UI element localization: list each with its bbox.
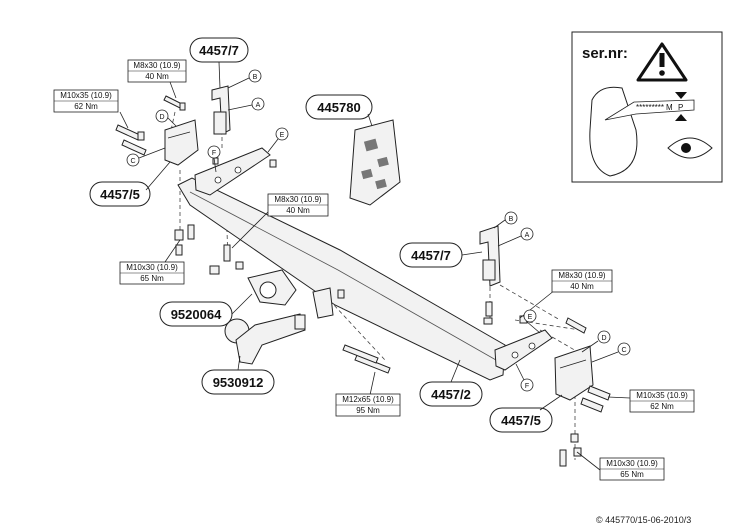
svg-text:C: C: [621, 347, 626, 354]
svg-text:95 Nm: 95 Nm: [356, 406, 380, 415]
svg-text:4457/7: 4457/7: [199, 43, 239, 58]
svg-text:62 Nm: 62 Nm: [74, 102, 98, 111]
spec-box-1: M8x30 (10.9) 40 Nm: [127, 59, 187, 83]
spec-boxes: M8x30 (10.9) 40 Nm M10x35 (10.9) 62 Nm M…: [53, 59, 695, 481]
part-label-crossbar: 4457/2: [419, 381, 483, 407]
svg-text:9520064: 9520064: [171, 307, 222, 322]
svg-text:D: D: [601, 335, 606, 342]
svg-text:M10x30 (10.9): M10x30 (10.9): [126, 263, 178, 272]
spec-box-2: M10x35 (10.9) 62 Nm: [53, 89, 119, 113]
svg-text:4457/5: 4457/5: [100, 187, 140, 202]
letter-callouts: B A D C E F B: [126, 69, 631, 392]
svg-text:M10x35 (10.9): M10x35 (10.9): [636, 391, 688, 400]
spec-box-7: M10x35 (10.9) 62 Nm: [629, 389, 695, 413]
svg-text:65 Nm: 65 Nm: [620, 470, 644, 479]
svg-text:C: C: [130, 158, 135, 165]
footer-code: © 445770/15-06-2010/3: [596, 515, 691, 525]
left-fasteners: [115, 95, 277, 275]
svg-text:P: P: [678, 103, 683, 112]
part-labels: 4457/7 4457/5 445780 4457/7 9520064 9530…: [89, 37, 553, 433]
callout-f-right: F: [515, 363, 534, 392]
part-label-left-top-bracket: 4457/7: [189, 37, 249, 63]
callout-a-left: A: [227, 97, 265, 111]
part-label-clamp: 9520064: [159, 301, 233, 327]
svg-text:M8x30 (10.9): M8x30 (10.9): [558, 271, 605, 280]
spec-box-3: M8x30 (10.9) 40 Nm: [267, 193, 329, 217]
svg-text:4457/2: 4457/2: [431, 387, 471, 402]
eye-icon: [667, 137, 713, 159]
callout-b-left: B: [227, 69, 262, 89]
callout-c-right: C: [591, 342, 631, 363]
part-label-tow-ball: 9530912: [201, 369, 275, 395]
svg-text:9530912: 9530912: [213, 375, 264, 390]
callout-d-left: D: [155, 109, 177, 127]
svg-text:A: A: [256, 102, 261, 109]
callout-d-right: D: [581, 330, 611, 353]
svg-text:M12x65 (10.9): M12x65 (10.9): [342, 395, 394, 404]
svg-text:B: B: [509, 216, 514, 223]
callout-a-right: A: [497, 227, 534, 247]
svg-text:ser.nr:: ser.nr:: [582, 45, 628, 62]
spec-box-5: M8x30 (10.9) 40 Nm: [551, 269, 613, 293]
part-label-electric-kit: 445780: [305, 94, 373, 120]
svg-text:A: A: [525, 232, 530, 239]
warning-icon: [636, 42, 688, 82]
callout-f-left: F: [207, 145, 221, 173]
svg-text:62 Nm: 62 Nm: [650, 402, 674, 411]
callout-e-left: E: [267, 127, 289, 153]
svg-text:D: D: [159, 114, 164, 121]
callout-e-right: E: [523, 309, 541, 334]
crossbar: [177, 177, 506, 381]
callout-b-right: B: [493, 211, 518, 229]
svg-text:M: M: [666, 103, 673, 112]
spec-box-4: M10x30 (10.9) 65 Nm: [119, 261, 185, 285]
electric-kit: [349, 119, 401, 206]
svg-text:M8x30 (10.9): M8x30 (10.9): [274, 195, 321, 204]
right-fasteners: [337, 289, 611, 467]
svg-text:E: E: [528, 314, 533, 321]
serial-number-box: ser.nr: ********* M P: [571, 31, 723, 183]
clamp: [247, 269, 334, 319]
right-mount-plate: [494, 329, 553, 371]
svg-text:F: F: [212, 150, 216, 157]
left-top-bracket: [211, 85, 231, 135]
svg-text:4457/5: 4457/5: [501, 413, 541, 428]
svg-text:F: F: [525, 383, 529, 390]
svg-text:40 Nm: 40 Nm: [145, 72, 169, 81]
svg-text:4457/7: 4457/7: [411, 248, 451, 263]
svg-text:B: B: [253, 74, 258, 81]
svg-text:*********: *********: [636, 103, 664, 112]
left-mount-plate: [194, 147, 271, 196]
svg-text:M8x30 (10.9): M8x30 (10.9): [133, 61, 180, 70]
callout-c-left: C: [126, 147, 166, 167]
svg-text:M10x35 (10.9): M10x35 (10.9): [60, 91, 112, 100]
svg-text:445780: 445780: [317, 100, 360, 115]
left-side-bracket: [164, 119, 199, 166]
svg-text:M10x30 (10.9): M10x30 (10.9): [606, 459, 658, 468]
right-side-bracket: [554, 345, 594, 401]
spec-box-6: M12x65 (10.9) 95 Nm: [335, 393, 401, 417]
right-top-bracket: [479, 225, 501, 287]
spec-box-8: M10x30 (10.9) 65 Nm: [599, 457, 665, 481]
svg-text:40 Nm: 40 Nm: [570, 282, 594, 291]
part-label-left-side-bracket: 4457/5: [89, 181, 151, 207]
tow-ball: [224, 313, 306, 365]
svg-text:40 Nm: 40 Nm: [286, 206, 310, 215]
vehicle-plate-icon: ********* M P: [589, 86, 695, 177]
part-label-right-top-bracket: 4457/7: [399, 242, 463, 268]
part-label-right-side-bracket: 4457/5: [489, 407, 553, 433]
svg-text:E: E: [280, 132, 285, 139]
svg-text:65 Nm: 65 Nm: [140, 274, 164, 283]
